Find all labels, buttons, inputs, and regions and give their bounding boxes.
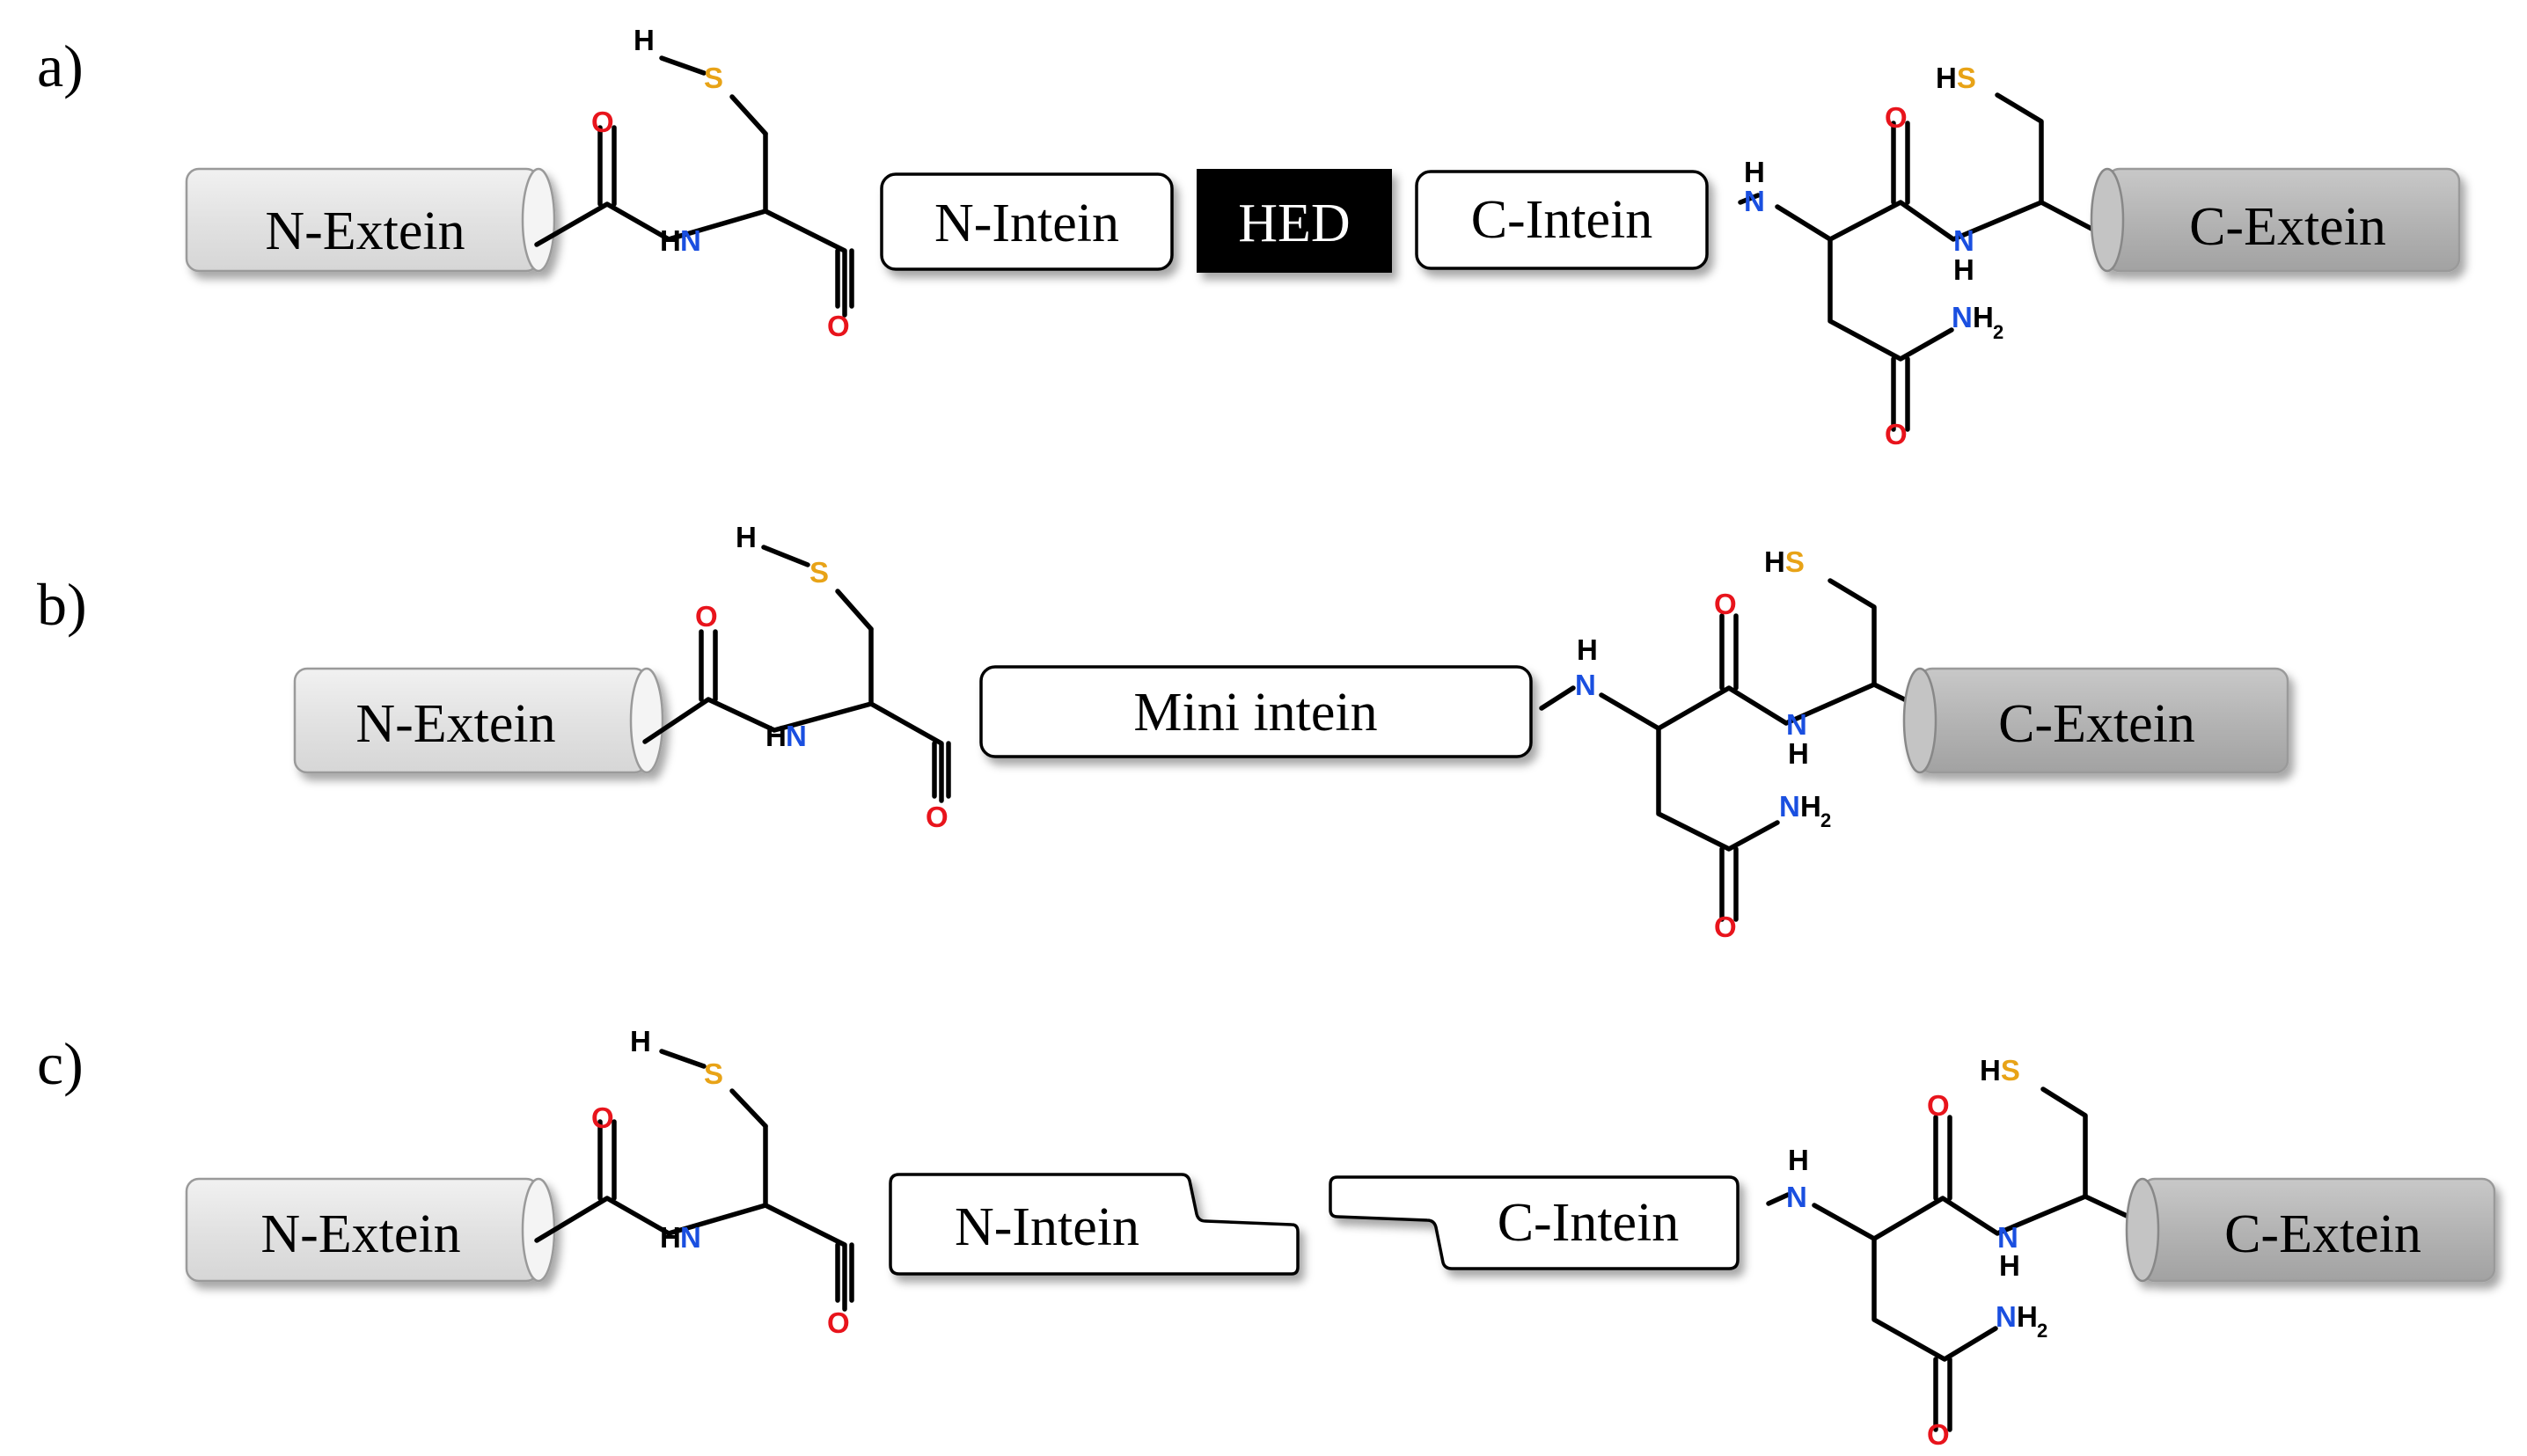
- n-extein-label: N-Extein: [260, 1204, 460, 1264]
- hydrogen-atom: H: [660, 224, 681, 257]
- nitrogen-atom: N: [680, 1221, 701, 1254]
- n-intein-label: N-Intein: [934, 194, 1119, 253]
- c-terminal-asparagine-cysteine: H N O N H HS N H 2 O: [1738, 62, 2114, 450]
- c-extein-label: C-Extein: [1998, 694, 2195, 754]
- n-terminal-cysteine: H S O H N O: [534, 1025, 854, 1339]
- n-terminal-cysteine: H S O H N O: [534, 24, 854, 342]
- amide-hydrogen: H: [1800, 790, 1821, 823]
- hydrogen-atom: H: [1999, 1249, 2020, 1282]
- oxygen-atom: O: [827, 310, 850, 342]
- oxygen-atom: O: [591, 106, 614, 138]
- c-extein-cylinder: [2125, 1177, 2496, 1283]
- sulfur-atom: S: [809, 556, 829, 589]
- panel-label: a): [37, 33, 84, 99]
- amine-hydrogen: H: [1577, 633, 1598, 666]
- amide-hydrogen: H: [2017, 1300, 2038, 1333]
- oxygen-atom: O: [695, 600, 718, 633]
- thiol-group: HS: [1764, 545, 1805, 578]
- c-extein-cylinder: [1902, 667, 2289, 774]
- nitrogen-atom: N: [1953, 224, 1974, 257]
- amine-hydrogen: H: [1788, 1144, 1809, 1176]
- n-extein-label: N-Extein: [265, 201, 465, 261]
- oxygen-atom: O: [1927, 1418, 1950, 1451]
- amine-hydrogen: H: [1744, 156, 1765, 188]
- n-extein-cylinder: [293, 667, 664, 774]
- panel-label: b): [37, 571, 87, 638]
- n-intein-label: N-Intein: [955, 1197, 1139, 1257]
- amide-hydrogen: H: [1973, 301, 1994, 333]
- hydrogen-atom: H: [630, 1025, 651, 1057]
- c-extein-cylinder: [2090, 167, 2461, 273]
- hydrogen-atom: H: [736, 521, 757, 553]
- amide-nitrogen: N: [1779, 790, 1800, 823]
- oxygen-atom: O: [1885, 418, 1908, 450]
- oxygen-atom: O: [1714, 911, 1737, 943]
- amide-nitrogen: N: [1952, 301, 1973, 333]
- hed-label: HED: [1238, 194, 1350, 253]
- nitrogen-atom: N: [1997, 1221, 2018, 1254]
- nitrogen-atom: N: [1786, 708, 1807, 741]
- amide-nitrogen: N: [1996, 1300, 2017, 1333]
- n-extein-cylinder: [185, 167, 556, 273]
- nitrogen-atom: N: [1786, 1181, 1807, 1213]
- hydrogen-atom: H: [765, 720, 787, 752]
- n-terminal-cysteine: H S O H N O: [642, 521, 951, 833]
- oxygen-atom: O: [1714, 588, 1737, 620]
- c-intein-label: C-Intein: [1498, 1193, 1680, 1253]
- oxygen-atom: O: [926, 801, 949, 833]
- oxygen-atom: O: [591, 1101, 614, 1134]
- n-extein-label: N-Extein: [355, 694, 555, 754]
- oxygen-atom: O: [827, 1306, 850, 1339]
- panel-c: c) N-Extein H S O H N O N-Intein C-Int: [37, 1025, 2496, 1451]
- oxygen-atom: O: [1927, 1089, 1950, 1122]
- mini-intein-label: Mini intein: [1133, 683, 1377, 743]
- nitrogen-atom: N: [1575, 669, 1596, 701]
- c-extein-label: C-Extein: [2224, 1204, 2421, 1264]
- amide-subscript: 2: [1993, 321, 2003, 343]
- thiol-group: HS: [1936, 62, 1976, 94]
- hed-box: [1197, 169, 1392, 273]
- hydrogen-atom: H: [1953, 253, 1974, 286]
- c-intein-label: C-Intein: [1471, 190, 1653, 250]
- amide-subscript: 2: [1820, 809, 1831, 831]
- sulfur-atom: S: [704, 1057, 723, 1090]
- n-intein-split-box: [889, 1173, 1300, 1276]
- thiol-group: HS: [1980, 1054, 2020, 1087]
- c-intein-box: [1415, 170, 1709, 270]
- n-intein-box: [880, 172, 1174, 271]
- hydrogen-atom: H: [634, 24, 655, 56]
- hydrogen-atom: H: [660, 1221, 681, 1254]
- c-terminal-asparagine-cysteine: H N O N H HS N H 2 O: [1766, 1054, 2154, 1451]
- panel-a: a) N-Extein H S O H N O N-Intein: [37, 24, 2461, 450]
- oxygen-atom: O: [1885, 101, 1908, 134]
- sulfur-atom: S: [704, 62, 723, 94]
- nitrogen-atom: N: [680, 224, 701, 257]
- panel-b: b) N-Extein H S O H N O Mini intein: [37, 521, 2289, 943]
- n-extein-cylinder: [185, 1177, 556, 1283]
- mini-intein-box: [979, 665, 1533, 758]
- nitrogen-atom: N: [786, 720, 807, 752]
- panel-label: c): [37, 1030, 84, 1097]
- c-extein-label: C-Extein: [2189, 197, 2386, 257]
- hydrogen-atom: H: [1788, 737, 1809, 770]
- c-intein-split-box: [1329, 1175, 1740, 1270]
- amide-subscript: 2: [2037, 1320, 2047, 1342]
- nitrogen-atom: N: [1744, 185, 1765, 217]
- c-terminal-asparagine-cysteine: H N O N H HS N H 2 O: [1539, 545, 1943, 943]
